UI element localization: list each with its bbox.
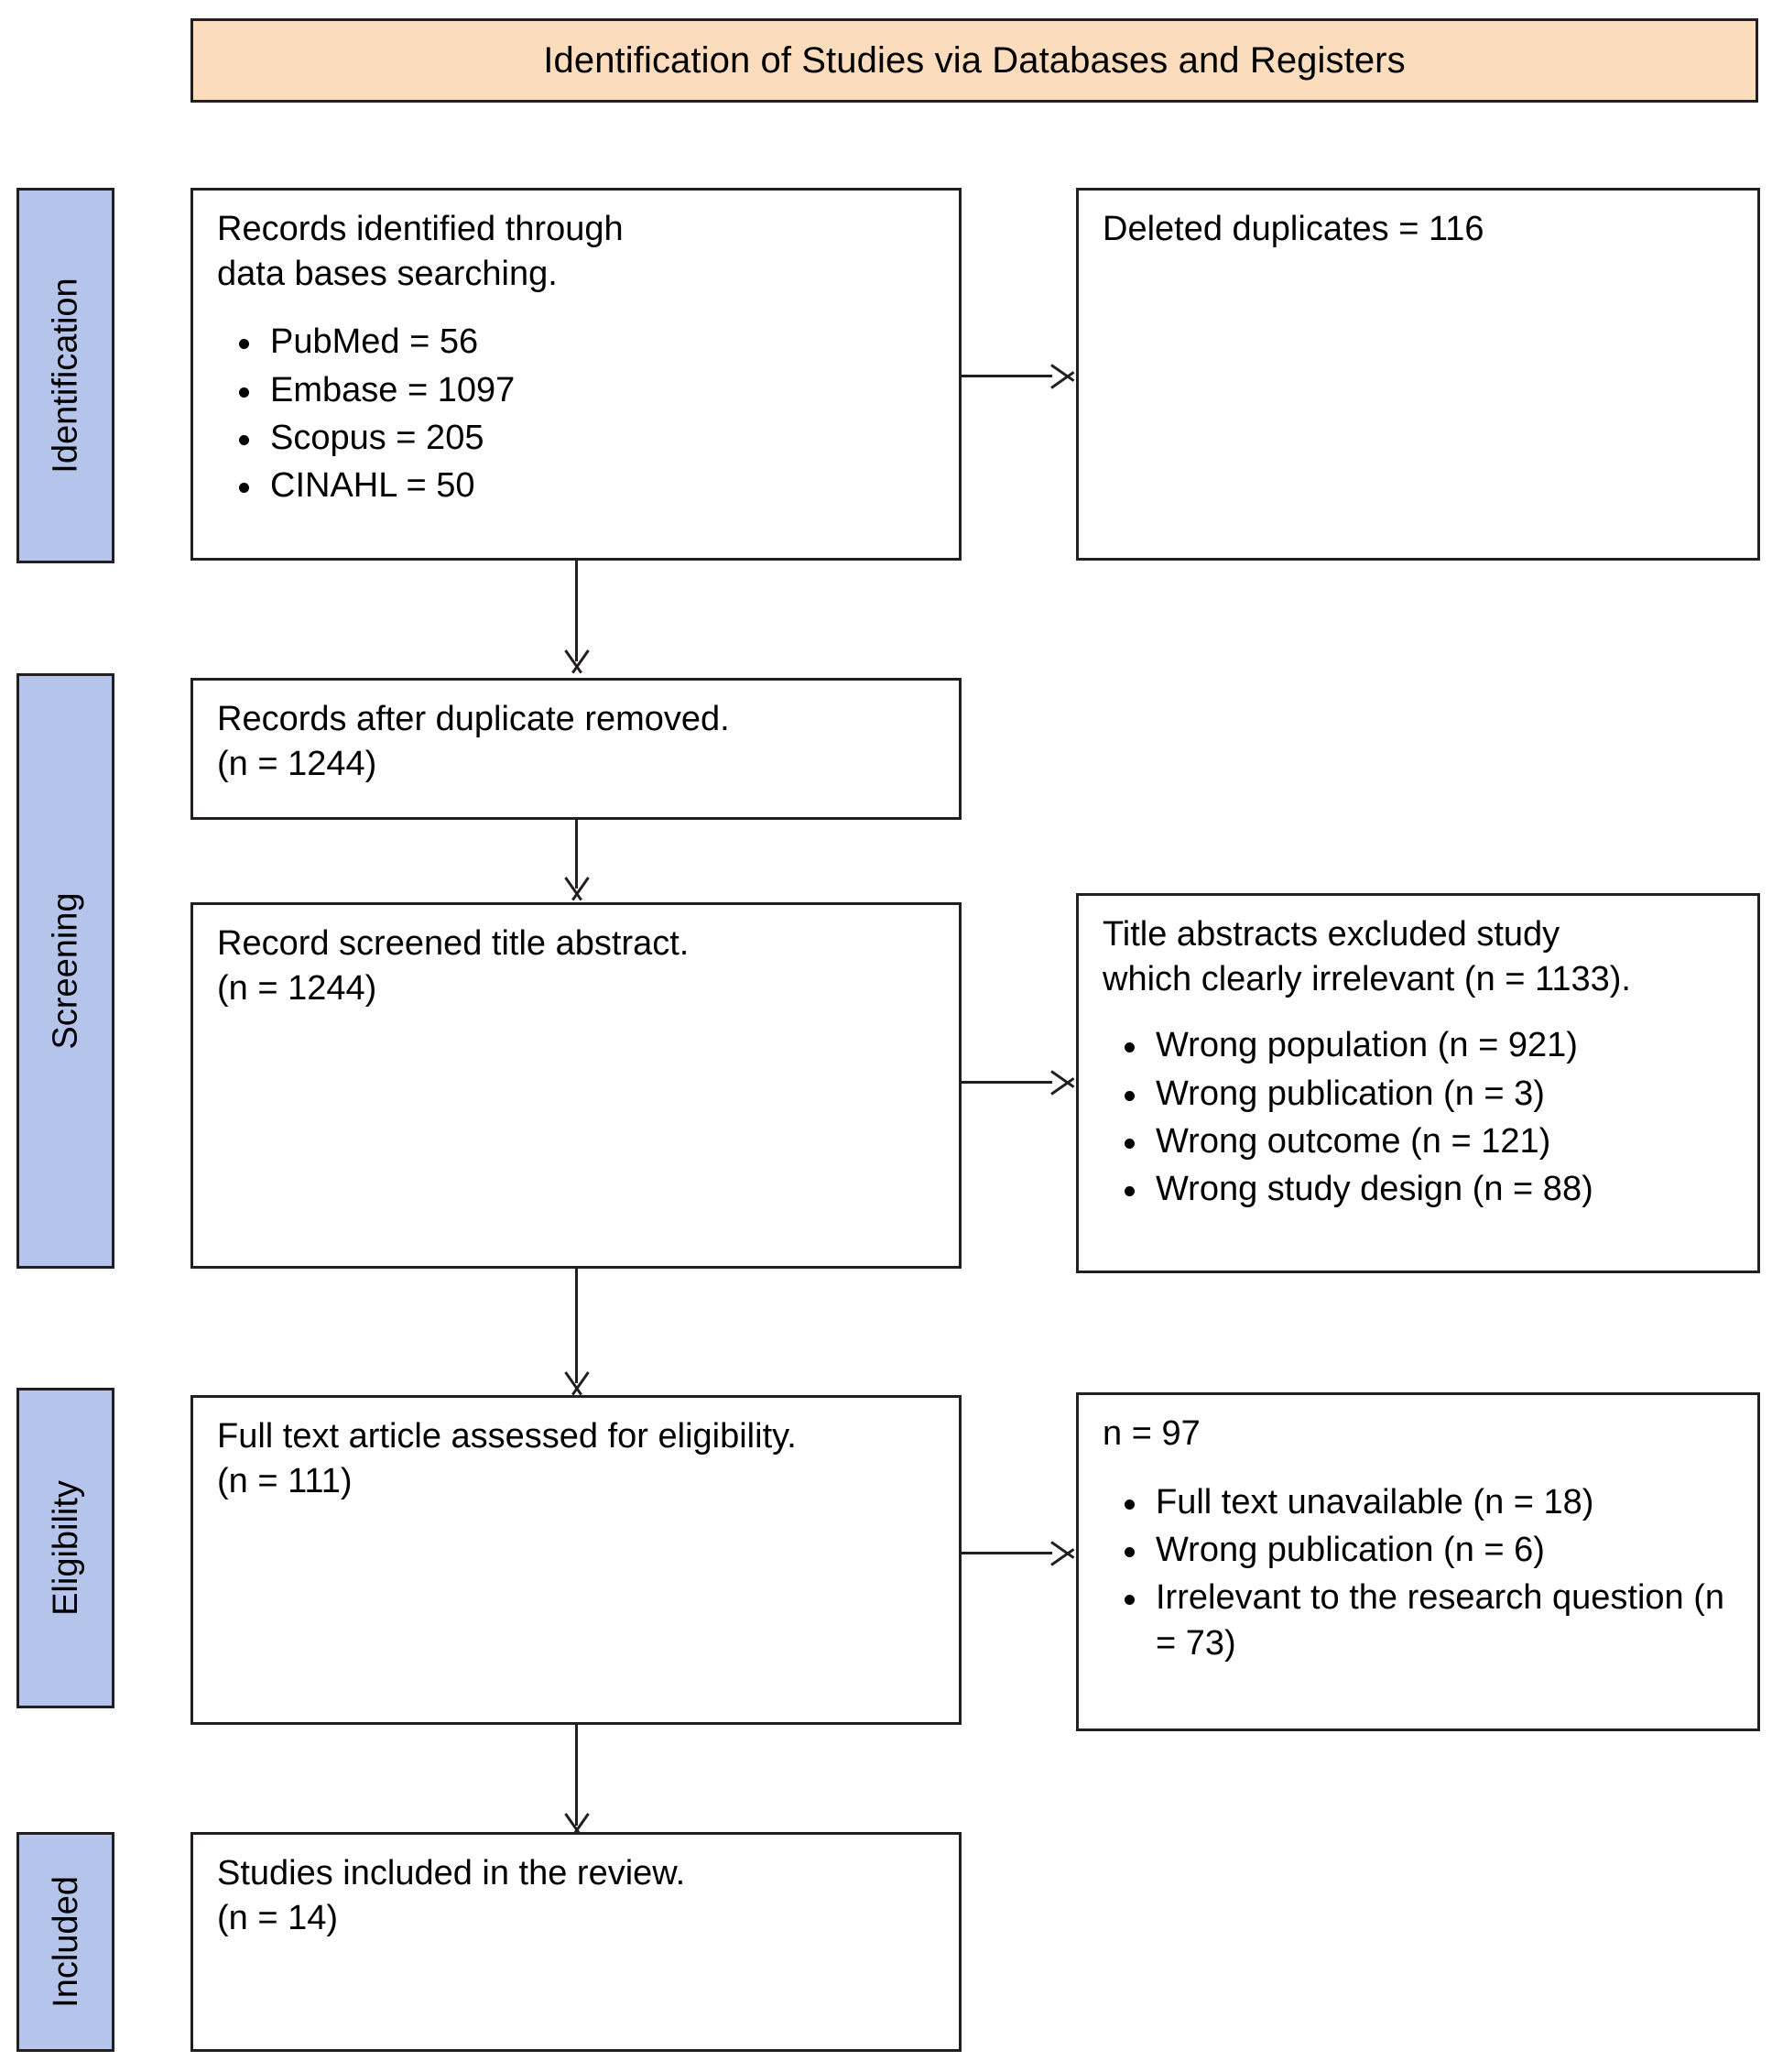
box-deleted-duplicates-body: Deleted duplicates = 116 (1103, 207, 1745, 252)
box-full-text-assessed-body: Full text article assessed for eligibili… (217, 1414, 946, 1503)
box-records-identified: Records identified through data bases se… (190, 188, 962, 561)
box-records-screened: Record screened title abstract. (n = 124… (190, 902, 962, 1269)
list-item: Embase = 1097 (239, 368, 946, 413)
records-screened-line2: (n = 1244) (217, 968, 377, 1008)
banner-title: Identification of Studies via Databases … (543, 40, 1406, 81)
connector-fulltext-to-included (575, 1725, 578, 1826)
list-item: CINAHL = 50 (239, 463, 946, 508)
stage-label-included: Included (46, 1876, 85, 2008)
connector-after-duplicates-to-screened (575, 820, 578, 889)
studies-included-line2: (n = 14) (217, 1898, 339, 1937)
box-records-after-duplicates-body: Records after duplicate removed. (n = 12… (217, 697, 946, 786)
arrowhead-down-after-duplicates (559, 650, 595, 674)
box-studies-included: Studies included in the review. (n = 14) (190, 1832, 962, 2052)
box-title-abstract-excluded-body: Title abstracts excluded study which cle… (1103, 912, 1745, 1216)
arrowhead-right-excluded (1051, 1064, 1075, 1101)
list-item: Full text unavailable (n = 18) (1125, 1480, 1745, 1525)
stage-label-eligibility: Eligibility (46, 1480, 85, 1616)
list-item: Wrong study design (n = 88) (1125, 1167, 1745, 1212)
deleted-duplicates-line1: Deleted duplicates = 116 (1103, 210, 1484, 248)
list-item: Scopus = 205 (239, 416, 946, 461)
records-identified-bullet-list: PubMed = 56 Embase = 1097 Scopus = 205 C… (217, 320, 946, 509)
arrowhead-right-fulltext-excluded (1051, 1535, 1075, 1572)
box-studies-included-body: Studies included in the review. (n = 14) (217, 1851, 946, 1940)
list-item: PubMed = 56 (239, 320, 946, 365)
full-text-assessed-line1: Full text article assessed for eligibili… (217, 1417, 797, 1456)
box-full-text-assessed: Full text article assessed for eligibili… (190, 1395, 962, 1725)
full-text-assessed-line2: (n = 111) (217, 1461, 353, 1500)
list-item: Irrelevant to the research question (n =… (1125, 1576, 1745, 1666)
records-after-duplicates-line1: Records after duplicate removed. (217, 700, 730, 738)
records-after-duplicates-line2: (n = 1244) (217, 744, 377, 783)
box-title-abstract-excluded: Title abstracts excluded study which cle… (1076, 893, 1760, 1273)
records-identified-line2: data bases searching. (217, 254, 558, 293)
stage-eligibility: Eligibility (16, 1388, 114, 1708)
connector-identified-to-duplicates (962, 375, 1052, 377)
title-abstract-excluded-line1: Title abstracts excluded study (1103, 915, 1560, 954)
studies-included-line1: Studies included in the review. (217, 1854, 686, 1892)
arrowhead-right-duplicates (1051, 358, 1075, 395)
title-abstract-excluded-line2: which clearly irrelevant (n = 1133). (1103, 959, 1631, 998)
arrowhead-down-fulltext (559, 1372, 595, 1396)
stage-included: Included (16, 1832, 114, 2052)
diagram-banner: Identification of Studies via Databases … (190, 18, 1758, 103)
box-deleted-duplicates: Deleted duplicates = 116 (1076, 188, 1760, 561)
stage-identification: Identification (16, 188, 114, 563)
stage-screening: Screening (16, 673, 114, 1269)
connector-screened-to-excluded (962, 1081, 1052, 1084)
list-item: Wrong population (n = 921) (1125, 1023, 1745, 1068)
title-abstract-excluded-bullet-list: Wrong population (n = 921) Wrong publica… (1103, 1023, 1745, 1213)
list-item: Wrong publication (n = 3) (1125, 1072, 1745, 1117)
full-text-excluded-line1: n = 97 (1103, 1414, 1201, 1453)
list-item: Wrong outcome (n = 121) (1125, 1119, 1745, 1164)
connector-screened-to-fulltext (575, 1269, 578, 1383)
records-screened-line1: Record screened title abstract. (217, 924, 690, 963)
box-full-text-excluded-body: n = 97 Full text unavailable (n = 18) Wr… (1103, 1412, 1745, 1669)
full-text-excluded-bullet-list: Full text unavailable (n = 18) Wrong pub… (1103, 1480, 1745, 1667)
records-identified-line1: Records identified through (217, 210, 624, 248)
connector-identified-to-after-duplicates (575, 561, 578, 661)
stage-label-identification: Identification (46, 278, 85, 474)
box-records-after-duplicates: Records after duplicate removed. (n = 12… (190, 678, 962, 820)
connector-fulltext-to-excluded (962, 1552, 1052, 1554)
box-records-identified-body: Records identified through data bases se… (217, 207, 946, 512)
arrowhead-down-screened (559, 878, 595, 901)
box-records-screened-body: Record screened title abstract. (n = 124… (217, 921, 946, 1010)
box-full-text-excluded: n = 97 Full text unavailable (n = 18) Wr… (1076, 1392, 1760, 1731)
stage-label-screening: Screening (46, 892, 85, 1050)
list-item: Wrong publication (n = 6) (1125, 1528, 1745, 1573)
